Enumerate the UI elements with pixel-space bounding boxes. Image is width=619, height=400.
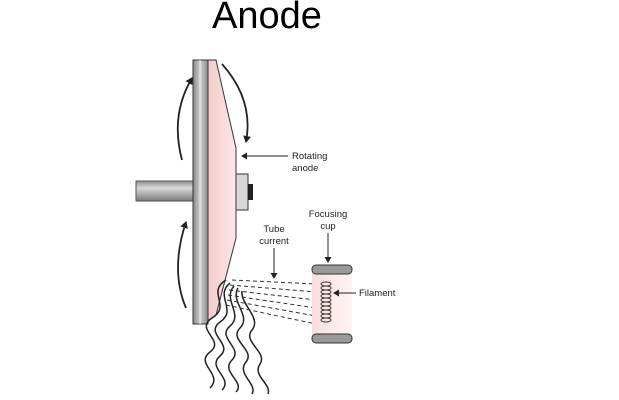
focusing-cup-label-line1: Focusing: [309, 209, 348, 220]
page-title: Anode: [212, 0, 322, 37]
filament-coil: [320, 281, 332, 323]
diagram-labels: Rotating anode Tube current Focusing cup…: [259, 151, 396, 299]
filament-label: Filament: [359, 288, 396, 299]
rotating-anode-label-line1: Rotating: [292, 151, 327, 162]
rotation-arrows: [176, 63, 252, 309]
rotating-anode-body: [205, 59, 237, 323]
tube-current-beam: [225, 279, 317, 325]
rotating-anode-label-line2: anode: [292, 163, 318, 174]
tube-current-label-line1: Tube: [263, 224, 284, 235]
anode-shaft: [135, 180, 197, 202]
anode-hub: [235, 173, 253, 211]
focusing-cup: [311, 264, 353, 344]
label-pointers: [241, 152, 356, 297]
anode-disk: [192, 59, 209, 325]
xray-emission: [204, 279, 270, 395]
focusing-cup-label-line2: cup: [320, 221, 335, 232]
tube-current-label-line2: current: [259, 236, 289, 247]
